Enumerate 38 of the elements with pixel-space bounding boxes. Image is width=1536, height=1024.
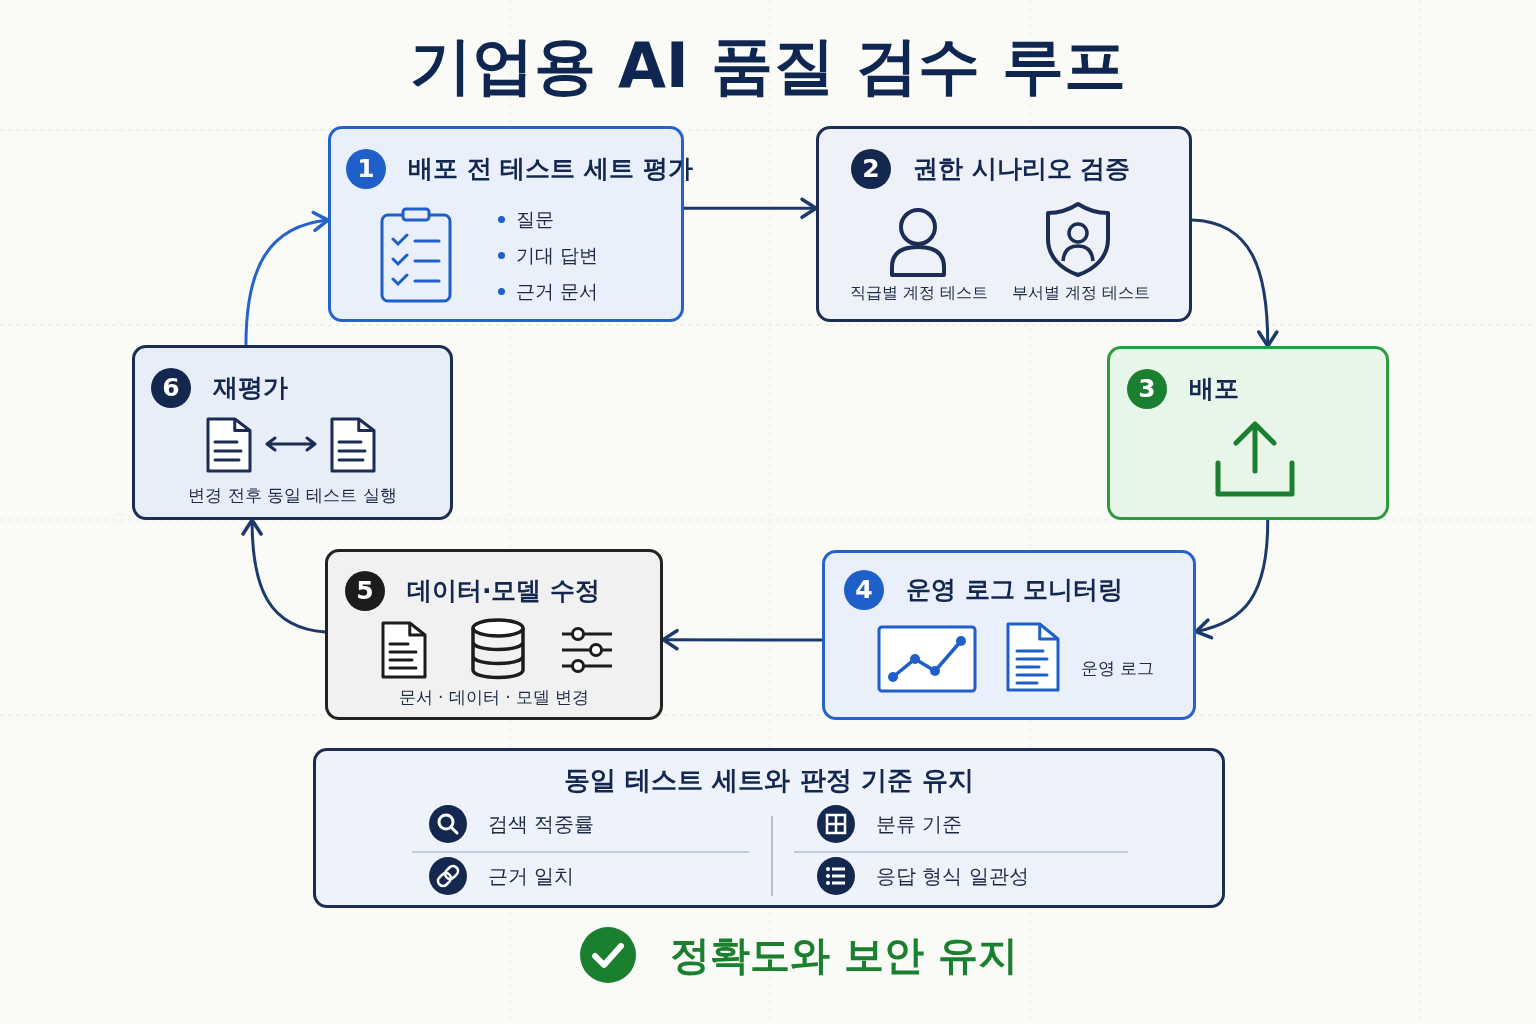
caption-text: 변경 전후 동일 테스트 실행	[187, 484, 398, 507]
box-heading: 운영 로그 모니터링	[906, 574, 1124, 606]
process-box	[1107, 346, 1389, 520]
box-heading: 권한 시나리오 검증	[913, 153, 1131, 185]
arrow	[684, 197, 818, 220]
arrow	[1194, 519, 1270, 639]
process-box	[816, 126, 1192, 322]
caption-text: 부서별 계정 테스트	[1010, 283, 1152, 304]
step-number-badge: 6	[151, 368, 191, 408]
criteria-text: 분류 기준	[876, 812, 963, 836]
bullet-item: 근거 문서	[496, 279, 599, 303]
criteria-text: 근거 일치	[488, 864, 575, 888]
box-heading: 재평가	[213, 372, 288, 404]
bullet-item: 기대 답변	[496, 243, 599, 267]
process-box	[132, 345, 453, 520]
box-heading: 배포	[1189, 373, 1239, 405]
criteria-panel	[313, 748, 1225, 908]
bullet-item: 질문	[496, 207, 554, 231]
step-number-badge: 3	[1127, 369, 1167, 409]
arrow	[661, 628, 822, 651]
criteria-text: 응답 형식 일관성	[876, 864, 1029, 888]
process-box	[822, 550, 1196, 720]
arrow	[1191, 218, 1279, 348]
caption-text: 운영 로그	[1081, 657, 1155, 680]
diagram-title: 기업용 AI 품질 검수 루프	[409, 28, 1127, 104]
step-number-badge: 4	[844, 570, 884, 610]
step-number-badge: 2	[851, 149, 891, 189]
criteria-text: 검색 적중률	[488, 812, 595, 836]
arrow	[241, 518, 326, 634]
arrow	[244, 211, 330, 346]
step-number-badge: 5	[345, 571, 385, 611]
result-text: 정확도와 보안 유지	[670, 931, 1018, 980]
caption-text: 문서 · 데이터 · 모델 변경	[397, 686, 591, 709]
step-number-badge: 1	[346, 149, 386, 189]
caption-text: 직급별 계정 테스트	[848, 283, 990, 304]
panel-heading: 동일 테스트 세트와 판정 기준 유지	[563, 764, 975, 797]
process-box	[325, 549, 663, 720]
box-heading: 데이터·모델 수정	[407, 575, 601, 607]
